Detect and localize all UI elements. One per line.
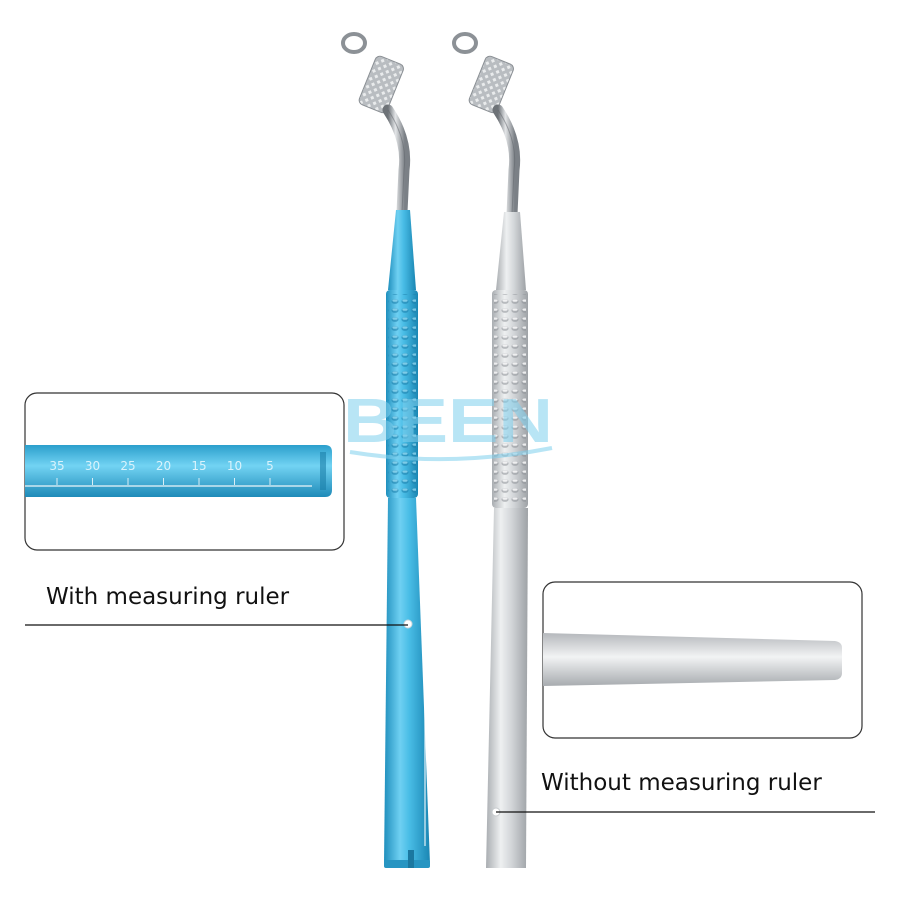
blue-callout-dot (403, 619, 413, 629)
ruler-mark-label: 20 (156, 459, 171, 473)
watermark: BEEN (343, 387, 553, 462)
silver-knurled-collar (468, 55, 514, 114)
ruler-closeup-inset: 35 30 25 20 15 10 5 (24, 392, 345, 551)
silver-tip-ring (452, 32, 478, 54)
blue-tip-ring (341, 32, 367, 54)
silver-handle-neck (496, 212, 526, 290)
ruler-mark-label: 5 (266, 459, 274, 473)
plain-closeup-inset (542, 581, 863, 739)
blue-handle-body (384, 498, 430, 864)
watermark-text: BEEN (343, 387, 553, 456)
ruler-mark-label: 15 (191, 459, 206, 473)
label-without-ruler: Without measuring ruler (541, 770, 822, 796)
silver-handle-body (486, 508, 528, 868)
plain-closeup-tube (543, 633, 842, 686)
label-with-ruler: With measuring ruler (46, 584, 290, 610)
ruler-numbers: 35 30 25 20 15 10 5 (49, 459, 273, 473)
ruler-mark-label: 25 (120, 459, 135, 473)
ruler-mark-label: 35 (49, 459, 64, 473)
ruler-mark-label: 30 (85, 459, 100, 473)
blue-knurled-collar (358, 55, 404, 114)
ruler-ticks (56, 478, 271, 485)
blue-instrument (341, 32, 430, 868)
silver-instrument (452, 32, 528, 868)
blue-handle-neck (388, 210, 416, 290)
ruler-closeup-tube (25, 445, 332, 497)
ruler-mark-label: 10 (227, 459, 242, 473)
